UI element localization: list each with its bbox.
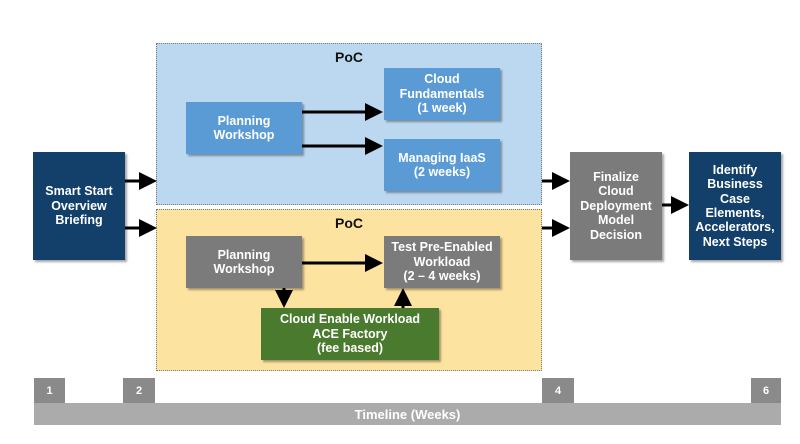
smart-start-briefing-box: Smart Start Overview Briefing [33,152,125,260]
poc-top-title: PoC [335,49,363,65]
finalize-decision-box: Finalize Cloud Deployment Model Decision [570,152,662,260]
timeline-bar: Timeline (Weeks) [34,403,781,425]
timeline-tick-4: 4 [542,378,574,403]
planning-workshop-top-box: Planning Workshop [186,102,302,154]
ace-factory-box: Cloud Enable Workload ACE Factory (fee b… [261,308,439,360]
managing-iaas-box: Managing IaaS (2 weeks) [384,139,500,191]
timeline-tick-6: 6 [751,378,781,403]
poc-bottom-title: PoC [335,215,363,231]
timeline-tick-1: 1 [34,378,65,403]
cloud-fundamentals-box: Cloud Fundamentals (1 week) [384,68,500,120]
test-pre-enabled-workload-box: Test Pre-Enabled Workload (2 – 4 weeks) [384,236,500,288]
timeline-tick-2: 2 [123,378,155,403]
planning-workshop-bottom-box: Planning Workshop [186,236,302,288]
identify-business-case-box: Identify Business Case Elements, Acceler… [689,152,781,260]
